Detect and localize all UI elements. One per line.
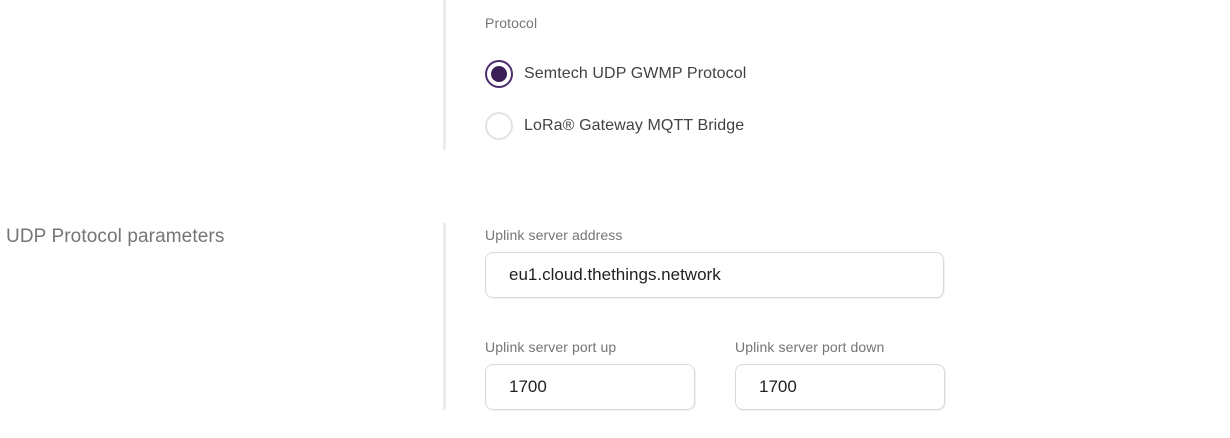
radio-option-semtech-udp-label: Semtech UDP GWMP Protocol bbox=[524, 65, 747, 82]
radio-selected-icon[interactable] bbox=[485, 60, 513, 88]
protocol-row-left-spacer bbox=[0, 0, 443, 150]
udp-parameters-row: UDP Protocol parameters Uplink server ad… bbox=[0, 223, 1230, 410]
radio-option-lora-mqtt[interactable]: LoRa® Gateway MQTT Bridge bbox=[485, 112, 1230, 140]
uplink-server-port-down-input[interactable] bbox=[735, 364, 945, 410]
udp-parameters-heading-cell: UDP Protocol parameters bbox=[0, 223, 443, 410]
uplink-port-down-group: Uplink server port down bbox=[735, 335, 945, 410]
uplink-server-port-down-label: Uplink server port down bbox=[735, 339, 885, 355]
uplink-port-up-group: Uplink server port up bbox=[485, 335, 695, 410]
radio-option-lora-mqtt-label: LoRa® Gateway MQTT Bridge bbox=[524, 117, 745, 134]
radio-unselected-icon[interactable] bbox=[485, 112, 513, 140]
uplink-server-port-up-label: Uplink server port up bbox=[485, 339, 617, 355]
vertical-divider-protocol bbox=[443, 0, 446, 150]
udp-parameters-heading: UDP Protocol parameters bbox=[6, 226, 225, 247]
udp-parameters-content: Uplink server address Uplink server port… bbox=[446, 223, 1230, 410]
protocol-radio-group: Semtech UDP GWMP Protocol LoRa® Gateway … bbox=[485, 60, 1230, 140]
vertical-divider-udp bbox=[443, 223, 446, 410]
uplink-server-address-label: Uplink server address bbox=[485, 227, 623, 243]
protocol-row: Protocol Semtech UDP GWMP Protocol LoRa®… bbox=[0, 0, 1230, 150]
uplink-ports-row: Uplink server port up Uplink server port… bbox=[485, 335, 1230, 410]
uplink-server-address-input[interactable] bbox=[485, 252, 944, 298]
uplink-server-port-up-input[interactable] bbox=[485, 364, 695, 410]
protocol-row-content: Protocol Semtech UDP GWMP Protocol LoRa®… bbox=[446, 0, 1230, 150]
protocol-group-label: Protocol bbox=[485, 15, 538, 31]
radio-option-semtech-udp[interactable]: Semtech UDP GWMP Protocol bbox=[485, 60, 1230, 88]
